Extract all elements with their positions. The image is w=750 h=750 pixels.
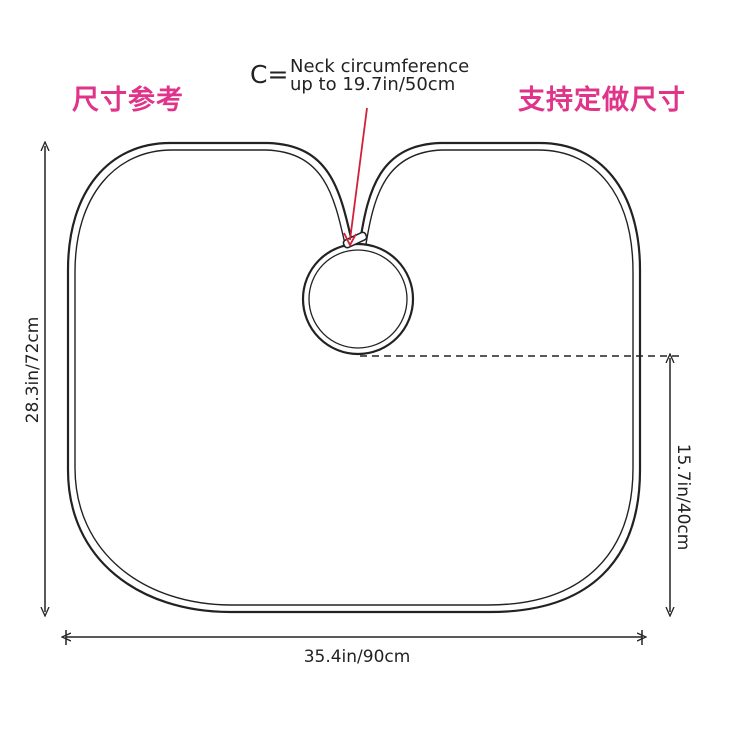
neck-hole-inner [308, 249, 408, 349]
neck-pointer-arrow [349, 107, 368, 241]
neck-note-line1: Neck circumference [290, 56, 470, 77]
neck-symbol: C= [250, 60, 289, 89]
neck-clasp [342, 231, 368, 249]
neck-hole [301, 242, 415, 356]
cape-outline-inner [74, 149, 634, 606]
cape-outline-outer [66, 141, 642, 614]
neck-note: Neck circumference up to 19.7in/50cm [290, 58, 469, 94]
height-dimension-label: 28.3in/72cm [23, 317, 43, 424]
width-dimension-label: 35.4in/90cm [304, 647, 411, 667]
lower-height-dimension-label: 15.7in/40cm [673, 444, 693, 551]
neck-note-line2: up to 19.7in/50cm [290, 74, 456, 95]
size-reference-label: 尺寸参考 [72, 85, 184, 116]
neck-pointer-arrowhead [343, 232, 357, 247]
custom-size-label: 支持定做尺寸 [518, 85, 686, 116]
